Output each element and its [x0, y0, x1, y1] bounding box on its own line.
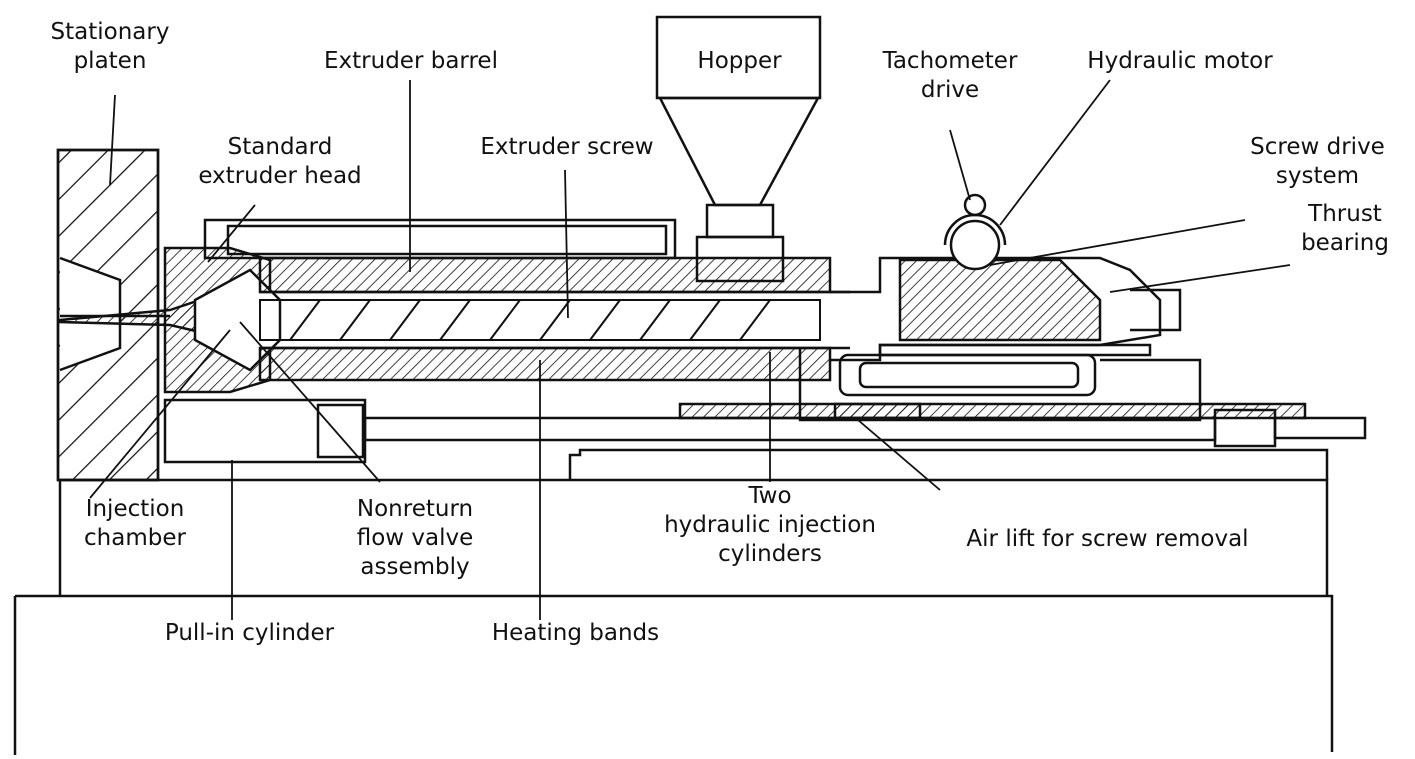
label-stationary-platen: Stationary platen	[50, 19, 170, 74]
label-pull-in-cylinder: Pull-in cylinder	[164, 620, 335, 646]
machine-base	[13, 448, 1334, 755]
pull-in-cylinder	[163, 398, 1367, 464]
drive-housing	[830, 193, 1182, 362]
label-hydraulic-motor: Hydraulic motor	[1087, 48, 1273, 74]
label-thrust-bearing: Thrust bearing	[1301, 201, 1389, 256]
hopper	[655, 15, 822, 283]
leader-lines	[89, 79, 1291, 620]
label-hopper: Hopper	[697, 48, 782, 74]
label-screw-drive-system: Screw drive system	[1250, 134, 1385, 189]
label-air-lift-for-screw-removal: Air lift for screw removal	[966, 526, 1249, 552]
label-standard-extruder-head: Standard extruder head	[198, 134, 362, 189]
label-tachometer-drive: Tachometer drive	[882, 48, 1018, 103]
air-lift	[678, 402, 1307, 420]
hydraulic-injection-cylinders	[798, 348, 1202, 422]
label-injection-chamber: Injection chamber	[84, 496, 186, 551]
label-extruder-screw: Extruder screw	[480, 134, 654, 160]
label-heating-bands: Heating bands	[491, 620, 660, 646]
label-two-hydraulic-injection-cylinders: Two hydraulic injection cylinders	[664, 483, 876, 567]
extruder-screw	[259, 299, 821, 341]
extruder-barrel	[203, 218, 850, 382]
label-nonreturn-flow-valve-assembly: Nonreturn flow valve assembly	[356, 496, 474, 580]
label-extruder-barrel: Extruder barrel	[324, 48, 498, 74]
